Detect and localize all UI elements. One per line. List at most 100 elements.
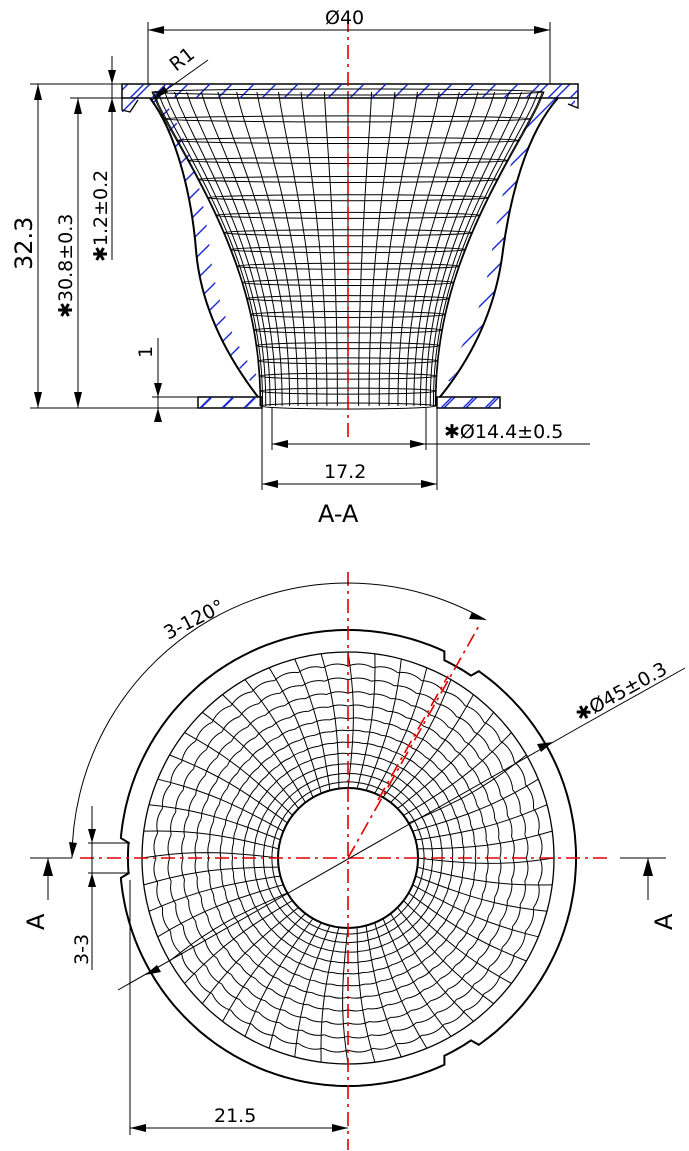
top-mesh-arc (274, 877, 279, 888)
top-mesh-arc (299, 734, 316, 741)
top-mesh-arc (216, 958, 232, 976)
top-mesh-arc (262, 736, 279, 748)
top-mesh-arc (242, 857, 245, 872)
top-mesh-arc (269, 890, 276, 901)
hatch-line (286, 80, 616, 410)
hatch-line (371, 84, 387, 98)
top-mesh-arc (240, 902, 249, 917)
top-mesh-arc (314, 980, 332, 985)
section-marker-right: A (620, 857, 678, 930)
top-mesh-arc (274, 806, 282, 817)
top-mesh-spoke (397, 712, 495, 809)
hatch-line (418, 80, 689, 410)
top-mesh-arc (454, 887, 461, 903)
top-mesh-arc (377, 964, 393, 971)
dim-outer-diameter-label: ✱Ø45±0.3 (572, 658, 671, 726)
top-mesh-arc (336, 941, 349, 944)
top-mesh-arc (215, 933, 228, 951)
top-mesh-arc (221, 824, 226, 842)
top-mesh-arc (239, 999, 259, 1013)
top-mesh-arc (279, 685, 302, 694)
top-mesh-arc (360, 948, 373, 952)
mesh-meridian (151, 91, 261, 406)
top-mesh-arc (380, 930, 391, 937)
hatch-line (219, 84, 262, 408)
hatch-line (503, 84, 519, 98)
top-mesh-arc (512, 789, 521, 812)
top-mesh-arc (231, 857, 234, 874)
top-mesh-arc (494, 877, 500, 898)
top-mesh-spoke (403, 732, 512, 816)
top-mesh-arc (170, 881, 177, 905)
top-mesh-arc (237, 942, 250, 957)
top-mesh-arc (247, 915, 257, 929)
top-mesh-arc (422, 857, 425, 868)
top-mesh-arc (428, 893, 436, 906)
hatch-line (244, 397, 257, 408)
top-mesh-arc (194, 838, 198, 859)
top-mesh-arc (387, 761, 401, 768)
top-mesh-arc (416, 1012, 438, 1024)
top-mesh-arc (277, 978, 295, 988)
top-mesh-arc (271, 989, 290, 999)
top-mesh-arc (326, 691, 349, 695)
top-mesh-arc (256, 882, 262, 895)
top-mesh-arc (257, 909, 266, 922)
mesh-meridian (323, 91, 338, 406)
top-mesh-arc (405, 757, 419, 767)
top-mesh-arc (247, 787, 257, 801)
top-mesh-arc (421, 921, 432, 933)
top-mesh-arc (347, 983, 365, 987)
top-mesh-arc (232, 873, 237, 889)
hatch-line (440, 397, 453, 408)
top-mesh-arc (317, 742, 333, 747)
top-mesh-arc (232, 827, 237, 843)
top-mesh-spoke (320, 927, 340, 1063)
top-mesh-arc (430, 988, 449, 1002)
dim-radius: R1 (151, 43, 209, 101)
top-mesh-arc (519, 881, 526, 905)
top-mesh-arc (358, 939, 371, 943)
top-mesh-arc (371, 680, 395, 687)
top-mesh-spoke (294, 658, 331, 791)
top-mesh-arc (246, 767, 259, 781)
top-mesh-arc (399, 790, 409, 799)
top-mesh-arc (393, 911, 403, 919)
top-mesh-arc (257, 947, 271, 960)
top-mesh-arc (465, 890, 472, 907)
top-mesh-arc (448, 921, 459, 936)
top-mesh-spoke (184, 900, 293, 984)
hatch-line (662, 80, 689, 410)
top-mesh-arc (209, 821, 214, 840)
top-mesh-spoke (390, 694, 474, 803)
top-mesh-arc (389, 784, 400, 792)
top-mesh-arc (251, 897, 258, 911)
top-mesh-arc (280, 909, 289, 919)
hatch-line (485, 84, 575, 408)
top-mesh-arc (367, 927, 378, 932)
top-mesh-arc (273, 774, 285, 785)
top-mesh-arc (417, 828, 422, 839)
top-mesh-spoke (403, 900, 512, 984)
hatch-line (283, 84, 299, 98)
top-mesh-arc (483, 974, 501, 995)
top-mesh-arc (408, 811, 415, 821)
top-mesh-arc (425, 756, 439, 769)
top-mesh-arc (301, 1029, 325, 1036)
top-mesh-arc (226, 772, 238, 789)
top-mesh-arc (211, 705, 232, 723)
top-mesh-arc (335, 950, 349, 953)
top-mesh-arc (380, 734, 397, 741)
mesh-meridian (425, 91, 522, 406)
top-mesh-arc (429, 928, 441, 941)
top-mesh-arc (212, 804, 220, 822)
top-mesh-arc (289, 750, 304, 759)
top-mesh-arc (322, 663, 349, 669)
hatch-line (122, 84, 262, 408)
top-mesh-arc (308, 1004, 329, 1010)
top-mesh-arc (437, 767, 450, 781)
top-mesh-arc (369, 775, 381, 781)
top-mesh-arc (284, 740, 300, 749)
hatch-line (261, 84, 277, 98)
